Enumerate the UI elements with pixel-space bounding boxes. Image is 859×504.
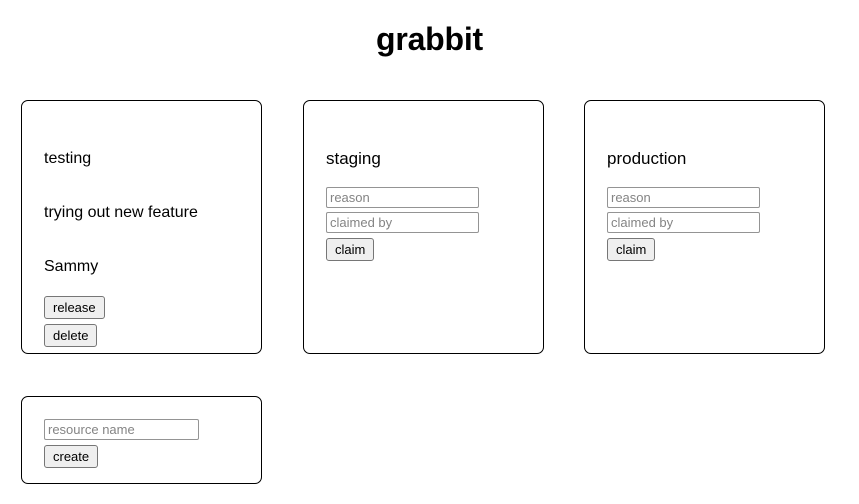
resource-name: staging [326, 149, 381, 168]
create-resource-body: create [22, 397, 261, 490]
page-title: grabbit [375, 21, 484, 57]
resource-name: production [607, 149, 687, 168]
claimed-by-input[interactable] [607, 212, 760, 233]
resource-card-staging: staging claim [303, 100, 544, 354]
resource-reason: trying out new feature [44, 204, 198, 221]
reason-input[interactable] [607, 187, 760, 208]
resource-card-body: staging claim [304, 101, 543, 353]
claim-button[interactable]: claim [607, 238, 656, 261]
resource-claimed-by: Sammy [44, 258, 99, 275]
delete-button[interactable]: delete [44, 324, 98, 347]
claimed-by-input[interactable] [326, 212, 479, 233]
resource-name-input[interactable] [44, 419, 199, 440]
reason-input[interactable] [326, 187, 479, 208]
resource-card-body: testing trying out new feature Sammy rel… [22, 101, 261, 353]
resource-card-body: production claim [585, 101, 824, 353]
create-resource-card: create [21, 396, 262, 484]
resource-card-production: production claim [584, 100, 825, 354]
resource-name: testing [44, 150, 92, 167]
claim-button[interactable]: claim [326, 238, 375, 261]
create-button[interactable]: create [44, 445, 99, 468]
resource-card-testing: testing trying out new feature Sammy rel… [21, 100, 262, 354]
release-button[interactable]: release [44, 296, 105, 319]
resource-card-grid: testing trying out new feature Sammy rel… [21, 100, 841, 354]
